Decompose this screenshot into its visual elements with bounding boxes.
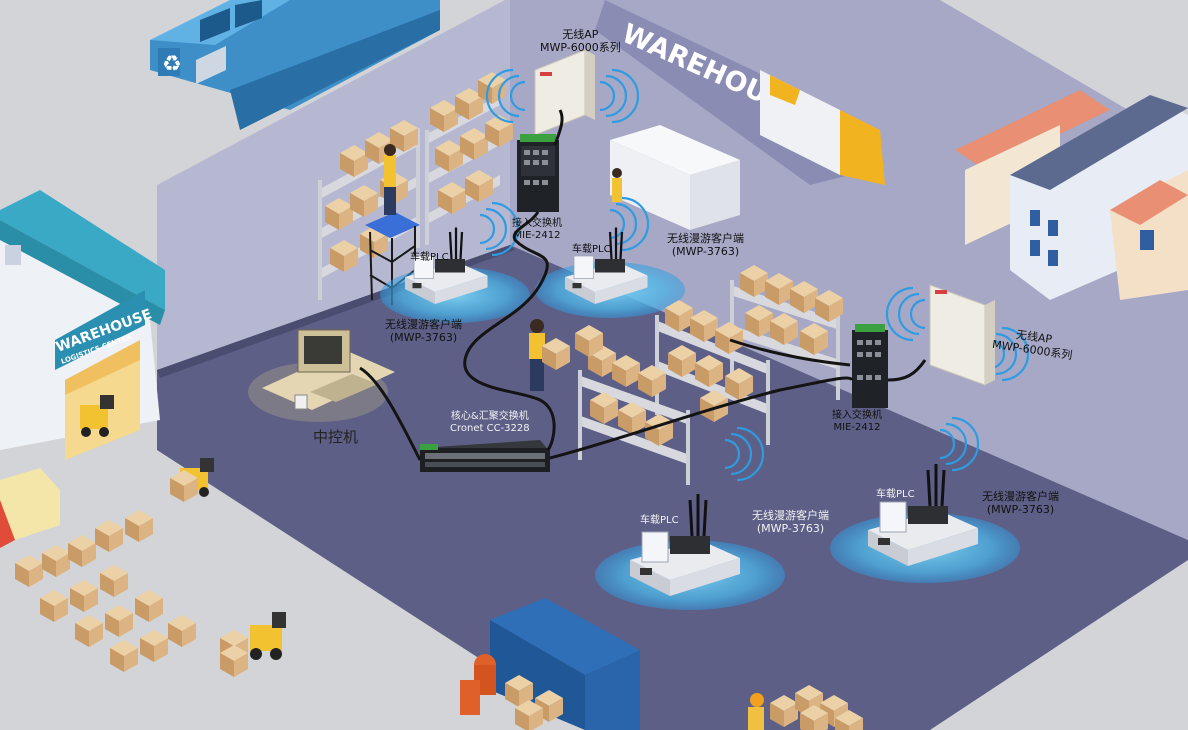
bottom-right-boxes xyxy=(748,685,863,730)
client-bottom-title: 无线漫游客户端 xyxy=(752,509,829,522)
client-mid-title: 无线漫游客户端 xyxy=(667,232,744,245)
access-switch-top xyxy=(517,134,559,212)
client-mid-label: 无线漫游客户端 (MWP-3763) xyxy=(667,232,744,258)
switch-right-model: MIE-2412 xyxy=(833,422,881,433)
plc-left-label: 车载PLC xyxy=(410,252,449,263)
client-right-model: (MWP-3763) xyxy=(986,503,1055,516)
switch-right-label: 接入交换机 MIE-2412 xyxy=(832,410,882,434)
shelf-back xyxy=(425,72,513,245)
plc-bottom-label: 车载PLC xyxy=(640,515,679,526)
control-computer-label: 中控机 xyxy=(313,428,359,446)
network-cables xyxy=(359,109,927,461)
ap-top-model: MWP-6000系列 xyxy=(540,41,621,54)
right-buildings xyxy=(955,90,1188,300)
client-right-title: 无线漫游客户端 xyxy=(982,490,1059,503)
forklift-icon xyxy=(80,395,286,677)
control-computer xyxy=(248,329,395,422)
delivery-van xyxy=(0,468,60,548)
delivery-truck xyxy=(760,70,885,185)
switch-top-model: MIE-2412 xyxy=(513,230,561,241)
client-left-label: 无线漫游客户端 (MWP-3763) xyxy=(385,318,462,344)
recycle-building: ♻ xyxy=(150,0,440,130)
switch-right-title: 接入交换机 xyxy=(832,410,882,421)
client-left-model: (MWP-3763) xyxy=(389,331,458,344)
client-mid-model: (MWP-3763) xyxy=(671,245,740,258)
warehouse-floor xyxy=(157,245,1188,730)
shipping-container xyxy=(460,598,640,730)
client-left-title: 无线漫游客户端 xyxy=(385,318,462,331)
switch-top-title: 接入交换机 xyxy=(512,218,562,229)
client-right-label: 无线漫游客户端 (MWP-3763) xyxy=(982,490,1059,516)
core-switch-label: 核心&汇聚交换机 Cronet CC-3228 xyxy=(450,411,530,435)
wireless-ap-right xyxy=(929,284,995,386)
logistics-center xyxy=(0,190,165,460)
server-cabinets xyxy=(610,125,740,230)
core-switch-model: Cronet CC-3228 xyxy=(450,423,530,434)
recycle-icon: ♻ xyxy=(162,52,182,77)
core-switch-title: 核心&汇聚交换机 xyxy=(450,411,529,422)
client-bottom-label: 无线漫游客户端 (MWP-3763) xyxy=(752,509,829,535)
ap-top-label: 无线AP MWP-6000系列 xyxy=(540,28,621,54)
wireless-ap-top xyxy=(485,49,640,136)
worker-carrying-box xyxy=(529,319,570,391)
client-bottom-model: (MWP-3763) xyxy=(756,522,825,535)
shelf-front xyxy=(578,345,690,485)
ap-top-title: 无线AP xyxy=(562,28,599,41)
access-switch-right xyxy=(852,324,888,408)
plc-mid-label: 车载PLC xyxy=(572,244,611,255)
core-switch xyxy=(420,440,550,472)
switch-top-label: 接入交换机 MIE-2412 xyxy=(512,218,562,242)
plc-right-label: 车载PLC xyxy=(876,489,915,500)
